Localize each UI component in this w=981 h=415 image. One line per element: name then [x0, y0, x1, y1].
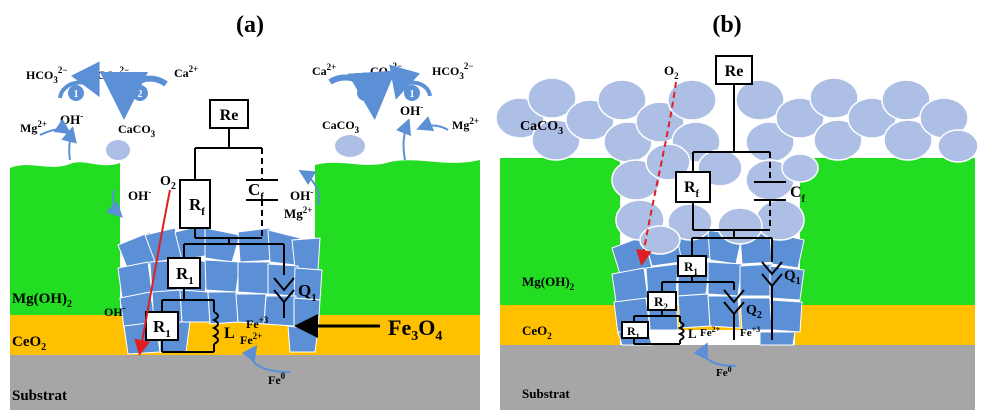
oh-arrow-pit-right — [298, 169, 320, 206]
substrat-label-b: Substrat — [522, 386, 570, 401]
oh-arrow-pit-left — [105, 189, 123, 218]
fe0-label-a: Fe0 — [268, 371, 286, 387]
cf-label-a: Cf — [248, 180, 264, 203]
oh-up-arrow-a — [61, 126, 77, 161]
r2-label-b: R2 — [654, 294, 668, 312]
r1b-label-a: R1 — [153, 317, 171, 340]
cycle1-arrow-a — [58, 61, 100, 99]
caco3-label-a: CaCO3 — [118, 122, 156, 139]
cf-label-b: Cf — [790, 184, 806, 205]
ca-label-a: Ca2+ — [174, 64, 198, 80]
q1-label-a: Q1 — [298, 281, 317, 304]
co3-label-a2: CO32− — [370, 61, 402, 81]
mg-arrow-a — [39, 118, 72, 136]
mgoh2-layer-left — [10, 162, 120, 315]
step1-label-a: 1 — [74, 89, 79, 100]
caco3-particle-a2 — [335, 135, 365, 157]
fe3o4-label: Fe3O4 — [388, 315, 442, 344]
substrat-label-a: Substrat — [12, 388, 67, 404]
o2-label-b: O2 — [664, 63, 679, 81]
o2-path-a — [134, 189, 171, 356]
oh-top-a2: OH- — [400, 102, 423, 118]
mgoh2-layer-b-right — [800, 158, 975, 305]
circuit-a — [161, 128, 295, 353]
caco3-particle-a1 — [106, 140, 130, 160]
panel-a-title: (a) — [236, 12, 264, 38]
l-label-b: L — [688, 326, 697, 341]
panel-b-title: (b) — [712, 12, 741, 38]
mgoh2-layer-b-left — [500, 158, 620, 305]
fe3-label-a: Fe+3 — [246, 315, 269, 331]
co3-label-a: CO32− — [97, 65, 129, 85]
fe0-label-b: Fe0 — [716, 365, 732, 379]
re-box-b — [715, 55, 753, 85]
oh-bottom-left: OH- — [104, 303, 126, 319]
oh-pit-left: OH- — [128, 187, 151, 203]
hco3-label-a: HCO32− — [26, 65, 67, 85]
fe0-arrow-a — [241, 344, 291, 373]
oh-top-a: OH- — [60, 111, 83, 127]
mg-arrow-a2 — [416, 116, 449, 131]
mg-top-a2: Mg2+ — [452, 116, 479, 132]
mg-top-a: Mg2+ — [20, 119, 47, 135]
mgoh2-label-b: Mg(OH)2 — [522, 274, 575, 292]
cycle2-arrow-a2 — [328, 70, 396, 120]
oh-up-arrow-a2 — [396, 118, 411, 161]
mg-pit-right: Mg2+ — [284, 205, 312, 221]
cycle2-arrow-a — [100, 71, 168, 120]
panel-b: Re Rf Cf R1 R2 R1 L Q1 Q2 Fe2+ Fe+3 Fe0 … — [495, 12, 979, 410]
o2-path-b — [636, 81, 677, 266]
r1-label-a: R1 — [176, 264, 194, 287]
substrate-layer — [10, 355, 480, 410]
substrate-layer-b — [500, 345, 975, 410]
oh-pit-right: OH- — [290, 187, 313, 203]
re-box-a — [209, 99, 249, 129]
re-label-b: Re — [725, 63, 744, 80]
rf-label-b: Rf — [684, 179, 700, 200]
step2-label-a: 2 — [138, 89, 143, 100]
fe2-label-a: Fe2+ — [240, 331, 262, 347]
fe0-arrow-b — [693, 342, 737, 367]
rf-box-b — [675, 171, 711, 203]
q2-label-b: Q2 — [746, 303, 762, 321]
r1-box-a — [167, 257, 201, 289]
rf-box-a — [179, 179, 211, 229]
caco3-label-b: CaCO3 — [520, 119, 563, 137]
ca-label-a2: Ca2+ — [312, 62, 336, 78]
rf-label-a: Rf — [189, 195, 205, 218]
r1b-box-b — [621, 321, 649, 339]
mgoh2-label-a: Mg(OH)2 — [12, 291, 72, 310]
step1-label-a2: 1 — [410, 89, 415, 100]
r1-label-b: R1 — [684, 259, 698, 277]
caco3-label-a2: CaCO3 — [322, 118, 360, 135]
ceo2-label-b: CeO2 — [522, 323, 552, 341]
fe2-label-b: Fe2+ — [700, 325, 721, 339]
hco3-label-a2: HCO32− — [432, 61, 473, 81]
r1-box-b — [677, 255, 707, 277]
r2-box-b — [647, 291, 677, 311]
pit-b — [620, 330, 795, 345]
r1b-label-b: R1 — [627, 324, 640, 341]
r1b-box-a — [145, 311, 179, 341]
ceo2-label-a: CeO2 — [12, 334, 46, 353]
o2-label-a: O2 — [160, 174, 176, 192]
cycle1-arrow-a2 — [389, 64, 432, 100]
circuit-b — [633, 84, 786, 345]
fe3-label-b: Fe+3 — [740, 325, 760, 339]
l-label-a: L — [224, 325, 235, 342]
mgoh2-layer-right — [315, 160, 480, 315]
re-label-a: Re — [220, 107, 239, 124]
panel-a: Re Rf Cf R1 R1 L Q1 Fe+3 Fe2+ Fe0 Fe3O4 … — [10, 12, 480, 410]
q1-label-b: Q1 — [784, 268, 801, 287]
